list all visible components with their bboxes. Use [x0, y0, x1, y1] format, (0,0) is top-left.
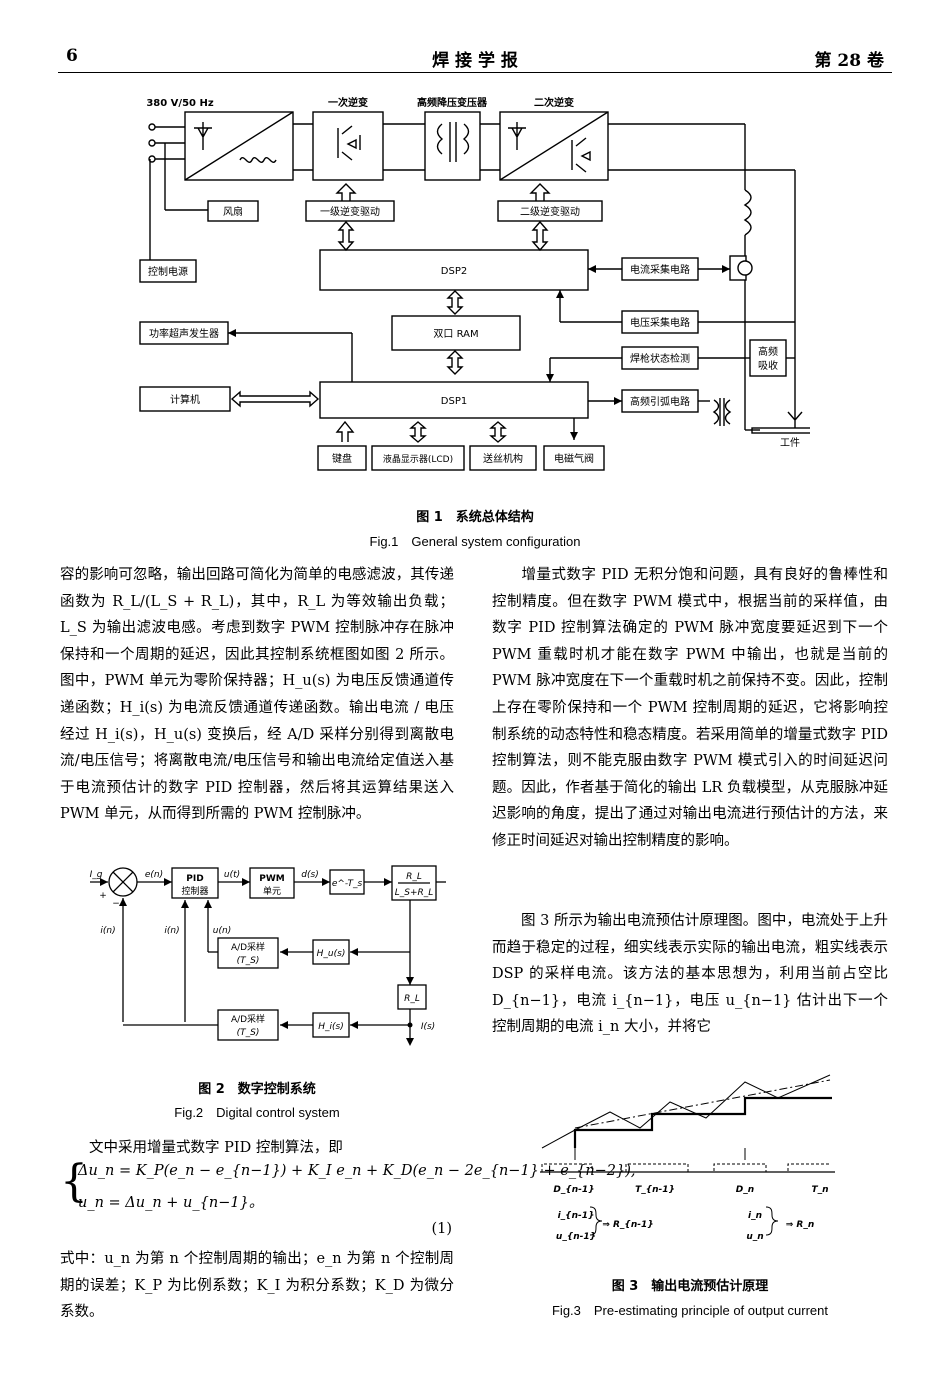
figure1-diagram: 380 V/50 Hz 一次逆变 高频降压变压器 二次逆变 风扇 一级逆变驱动 … [139, 96, 810, 471]
fig2-pid-1: PID [186, 874, 203, 884]
fig3-i-n: i_n [748, 1211, 762, 1221]
fig2-plant-den: L_S+R_L [395, 888, 434, 898]
fig3-t-prev: T_{n-1} [635, 1185, 675, 1195]
fig2-ad-u-1: A/D采样 [231, 941, 265, 953]
fig2-pid-2: 控制器 [181, 885, 208, 897]
fig1-primary-driver: 一级逆变驱动 [320, 205, 380, 218]
fig2-error: e(n) [145, 870, 163, 880]
figure1-caption-cn: 图 1 系统总体结构 [416, 510, 534, 525]
fig1-hf-arc: 高频引弧电路 [630, 395, 690, 408]
figure3-caption-en: Fig.3 Pre-estimating principle of output… [551, 1303, 828, 1318]
fig1-control-power: 控制电源 [148, 265, 188, 278]
fig2-i-n-2: i(n) [164, 926, 179, 936]
fig3-u-n: u_n [746, 1232, 763, 1242]
fig1-voltage-sampling: 电压采集电路 [630, 316, 690, 329]
fig2-pwm-1: PWM [259, 874, 285, 884]
left-paragraph-2: 文中采用增量式数字 PID 控制算法，即 [89, 1140, 343, 1156]
figure3-caption-cn: 图 3 输出电流预估计原理 [611, 1279, 769, 1294]
fig1-dual-ram: 双口 RAM [433, 328, 478, 340]
fig2-u-t: u(t) [224, 870, 240, 880]
fig3-d-n: D_n [736, 1185, 754, 1195]
left-paragraph-1: 容的影响可忽略，输出回路可简化为简单的电感滤波，其传递函数为 R_L/(L_S … [60, 567, 454, 823]
page-number: 6 [66, 46, 78, 66]
fig1-ultrasonic: 功率超声发生器 [149, 327, 219, 340]
fig2-u-n: u(n) [213, 926, 231, 936]
figure3-diagram: D_{n-1} T_{n-1} D_n T_n i_{n-1} u_{n-1} … [540, 1074, 835, 1242]
journal-title: 焊 接 学 报 [432, 51, 518, 71]
header-rule [58, 72, 892, 73]
equation-line-1: Δu_n = K_P(e_n − e_{n−1}) + K_I e_n + K_… [78, 1163, 636, 1179]
figure2-caption-cn: 图 2 数字控制系统 [198, 1082, 316, 1097]
fig2-ad-i-2: (T_S) [237, 1028, 260, 1038]
equation-number: (1) [431, 1221, 452, 1237]
fig2-hi: H_i(s) [318, 1022, 343, 1032]
fig1-dsp1: DSP1 [441, 396, 467, 407]
fig1-computer: 计算机 [170, 393, 200, 406]
fig1-keyboard: 键盘 [332, 452, 352, 465]
fig1-secondary-driver: 二级逆变驱动 [520, 205, 580, 218]
fig2-plant-num: R_L [406, 872, 422, 882]
fig3-r-n: ⇒ R_n [786, 1220, 815, 1230]
left-paragraph-3: 式中：u_n 为第 n 个控制周期的输出；e_n 为第 n 个控制周期的误差；K… [60, 1251, 454, 1321]
fig2-d-s: d(s) [301, 870, 318, 880]
fig3-r-prev: ⇒ R_{n-1} [602, 1220, 653, 1230]
fig2-ad-i-1: A/D采样 [231, 1013, 265, 1025]
fig1-secondary-inverter: 二次逆变 [534, 96, 574, 109]
fig1-primary-inverter: 一次逆变 [328, 96, 368, 109]
figure2-caption-en: Fig.2 Digital control system [174, 1105, 340, 1120]
fig1-torch-detect: 焊枪状态检测 [630, 352, 690, 365]
fig3-u-prev: u_{n-1} [556, 1232, 596, 1242]
fig2-minus: − [112, 899, 120, 909]
fig1-power-input: 380 V/50 Hz [146, 98, 214, 109]
right-paragraph-2: 图 3 所示为输出电流预估计原理图。图中，电流处于上升而趋于稳定的过程，细实线表… [492, 913, 888, 1036]
fig2-i-s: I(s) [421, 1022, 435, 1032]
fig3-d-prev: D_{n-1} [553, 1185, 594, 1195]
fig1-current-sampling: 电流采集电路 [630, 263, 690, 276]
fig1-gas-valve: 电磁气阀 [554, 452, 594, 465]
figure1-caption-en: Fig.1 General system configuration [369, 534, 581, 549]
fig2-delay: e^-T_s [332, 879, 363, 889]
equation-line-2: u_n = Δu_n + u_{n−1}。 [78, 1195, 264, 1211]
fig1-hf-transformer: 高频降压变压器 [417, 96, 488, 109]
figure2-diagram: I_g + − e(n) PID 控制器 u(t) PWM 单元 d(s) e^… [90, 865, 446, 1046]
fig1-wire-feeder: 送丝机构 [483, 452, 523, 465]
right-paragraph-1: 增量式数字 PID 无积分饱和问题，具有良好的鲁棒性和控制精度。但在数字 PWM… [492, 567, 888, 849]
fig2-plus: + [99, 891, 107, 901]
fig1-fan: 风扇 [223, 205, 243, 218]
fig2-hu: H_u(s) [317, 949, 346, 959]
fig1-workpiece: 工件 [780, 437, 800, 449]
fig1-dsp2: DSP2 [441, 266, 467, 277]
fig2-setpoint: I_g [90, 870, 103, 880]
fig2-rl: R_L [404, 994, 420, 1004]
fig2-ad-u-2: (T_S) [237, 956, 260, 966]
fig1-lcd: 液晶显示器(LCD) [383, 453, 453, 465]
fig1-hf-absorb-2: 吸收 [758, 359, 778, 372]
fig3-i-prev: i_{n-1} [558, 1211, 595, 1221]
volume-label: 第 28 卷 [814, 51, 885, 71]
fig1-hf-absorb-1: 高频 [758, 345, 778, 358]
fig2-i-n-1: i(n) [100, 926, 115, 936]
fig3-t-n: T_n [811, 1185, 828, 1195]
equation-brace: { [60, 1156, 88, 1207]
fig2-pwm-2: 单元 [263, 885, 281, 897]
